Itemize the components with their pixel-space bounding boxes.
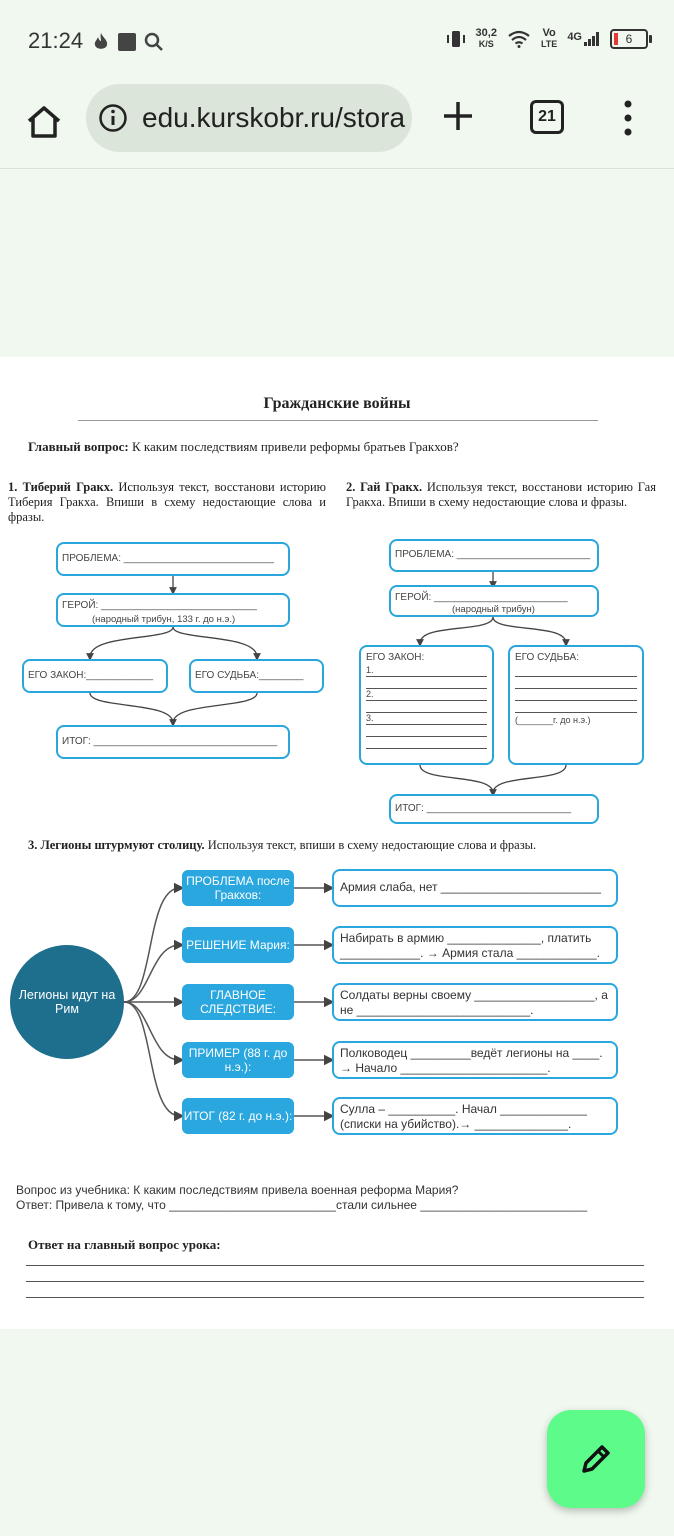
d2-fate-box: ЕГО СУДЬБА: (_______г. до н.э.) — [508, 645, 644, 765]
mindmap-result: ИТОГ (82 г. до н.э.): — [182, 1098, 294, 1134]
new-tab-icon[interactable] — [440, 98, 476, 134]
home-icon[interactable] — [24, 102, 64, 142]
answer-heading: Ответ на главный вопрос урока: — [28, 1237, 221, 1252]
browser-toolbar: edu.kurskobr.ru/stora 21 — [0, 84, 674, 169]
pencil-icon — [582, 1445, 610, 1473]
d1-hero-box: ГЕРОЙ: ____________________________ — [56, 593, 290, 627]
mindmap-answer-2: Набирать в армию ______________, платить… — [332, 926, 618, 964]
mindmap-center: Легионы идут на Рим — [10, 945, 124, 1059]
main-question: Главный вопрос: К каким последствиям при… — [28, 439, 459, 454]
edit-fab-button[interactable] — [547, 1410, 645, 1508]
more-menu-icon[interactable] — [622, 98, 634, 138]
d1-problem-box: ПРОБЛЕМА: ___________________________ — [56, 542, 290, 576]
title-divider — [78, 420, 598, 421]
answer-line — [26, 1281, 644, 1282]
d2-law-box: ЕГО ЗАКОН: 1. 2. 3. — [359, 645, 494, 765]
mindmap-connectors — [123, 882, 335, 1122]
site-info-icon[interactable] — [98, 103, 128, 133]
url-text: edu.kurskobr.ru/stora — [142, 102, 406, 133]
signal-icon — [584, 32, 599, 46]
d1-result-box: ИТОГ: _________________________________ — [56, 725, 290, 759]
mindmap-answer-1: Армия слаба, нет _______________________… — [332, 869, 618, 907]
mindmap-answer-5: Сулла – __________. Начал _____________ … — [332, 1097, 618, 1135]
diagram-connectors — [86, 572, 570, 797]
doc-title: Гражданские войны — [263, 395, 411, 412]
section-3-heading: 3. Легионы штурмуют столицу. Используя т… — [28, 838, 537, 852]
mindmap-solution: РЕШЕНИЕ Мария: — [182, 927, 294, 963]
mindmap-problem: ПРОБЛЕМА после Гракхов: — [182, 870, 294, 906]
section-1-heading: 1. Тиберий Гракх. Используя текст, восст… — [8, 480, 326, 524]
lte-label: LTE — [540, 39, 558, 49]
vibrate-icon — [446, 31, 465, 47]
d2-hero-note: (народный трибун) — [452, 604, 535, 615]
address-bar[interactable]: edu.kurskobr.ru/stora — [86, 84, 412, 152]
app-square-icon — [118, 33, 136, 51]
mindmap-answer-4: Полководец _________ведёт легионы на ___… — [332, 1041, 618, 1079]
d2-problem-box: ПРОБЛЕМА: ________________________ — [389, 539, 599, 572]
net-speed: 30,2 — [475, 27, 497, 39]
answer-line — [26, 1265, 644, 1266]
mindmap-consequence: ГЛАВНОЕ СЛЕДСТВИЕ: — [182, 984, 294, 1020]
d2-hero-box: ГЕРОЙ: ________________________ — [389, 585, 599, 617]
wifi-icon — [508, 30, 530, 48]
d1-law-box: ЕГО ЗАКОН:____________ — [22, 659, 168, 693]
net-unit: K/S — [478, 39, 494, 49]
clock: 21:24 — [28, 28, 84, 53]
volte-label: Vo — [542, 27, 556, 39]
d2-result-box: ИТОГ: __________________________ — [389, 794, 599, 824]
search-icon — [144, 32, 163, 51]
d1-fate-box: ЕГО СУДЬБА:________ — [189, 659, 324, 693]
mindmap-answer-3: Солдаты верны своему __________________,… — [332, 983, 618, 1021]
flame-icon — [94, 33, 108, 49]
document-page: Гражданские войны Главный вопрос: К каки… — [0, 357, 674, 1329]
signal-label: 4G — [567, 31, 582, 43]
textbook-question: Вопрос из учебника: К каким последствиям… — [16, 1183, 588, 1212]
mindmap-example: ПРИМЕР (88 г. до н.э.): — [182, 1042, 294, 1078]
section-2-heading: 2. Гай Гракх. Используя текст, восстанов… — [346, 480, 656, 509]
tab-switcher-button[interactable]: 21 — [530, 100, 564, 134]
answer-line — [26, 1297, 644, 1298]
battery-icon: 6 — [610, 29, 652, 49]
d1-hero-note: (народный трибун, 133 г. до н.э.) — [92, 614, 236, 625]
